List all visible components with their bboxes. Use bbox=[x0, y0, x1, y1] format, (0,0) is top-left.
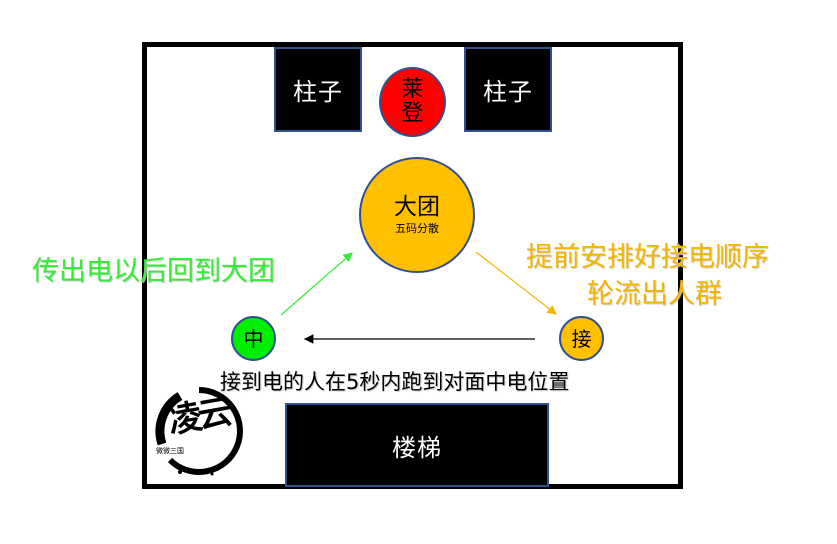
laideng-label-1: 莱 bbox=[401, 76, 424, 102]
pillar-right-label: 柱子 bbox=[483, 78, 533, 106]
laideng-label-2: 登 bbox=[401, 101, 424, 126]
green-note: 传出电以后回到大团 bbox=[32, 256, 275, 287]
stairs-label: 楼梯 bbox=[392, 433, 442, 462]
black-note: 接到电的人在5秒内跑到对面中电位置 bbox=[220, 370, 570, 394]
lingyun-logo: 凌云 微微三国 bbox=[150, 382, 248, 480]
zhong-node: 中 bbox=[231, 316, 276, 361]
orange-arrow bbox=[475, 251, 557, 315]
orange-note-line-2: 轮流出人群 bbox=[587, 279, 722, 310]
green-arrow bbox=[280, 252, 353, 316]
logo-main-text: 凌云 bbox=[164, 392, 232, 442]
pillar-left: 柱子 bbox=[274, 47, 362, 132]
datuan-title: 大团 bbox=[394, 194, 440, 221]
stairs: 楼梯 bbox=[285, 403, 549, 487]
jie-label: 接 bbox=[571, 326, 592, 351]
datuan-subtitle: 五码分散 bbox=[395, 221, 439, 235]
datuan-node: 大团 五码分散 bbox=[359, 157, 475, 273]
pillar-left-label: 柱子 bbox=[293, 78, 343, 106]
jie-node: 接 bbox=[559, 316, 604, 361]
pillar-right: 柱子 bbox=[464, 47, 552, 132]
zhong-label: 中 bbox=[243, 326, 264, 351]
ink-brush-circle-icon bbox=[155, 387, 243, 476]
logo-sub-text: 微微三国 bbox=[156, 447, 184, 455]
laideng-node: 莱 登 bbox=[379, 67, 446, 137]
orange-note-line-1: 提前安排好接电顺序 bbox=[526, 242, 769, 273]
